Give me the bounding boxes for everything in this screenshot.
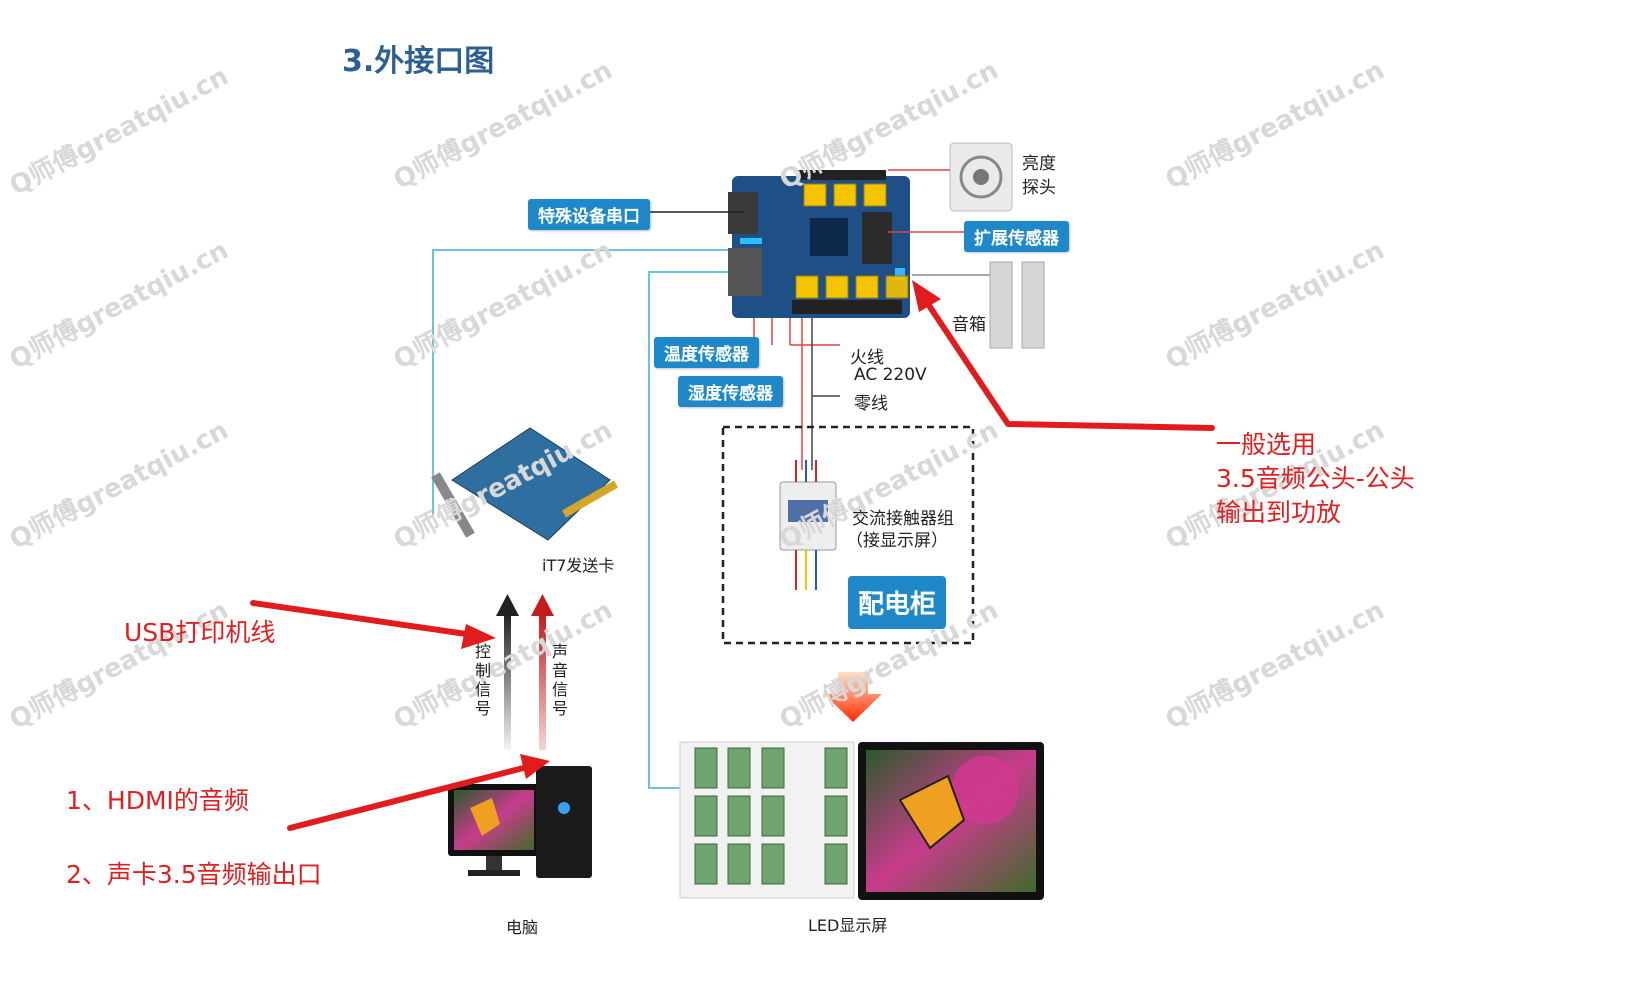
ext-sensor-label: 扩展传感器: [964, 221, 1069, 252]
hdmi-annotation: 1、HDMI的音频: [66, 786, 249, 815]
down-arrow-icon: [824, 672, 882, 722]
speaker-label: 音箱: [952, 315, 986, 335]
annotation-arrows: [250, 289, 1215, 831]
serial-port-label: 特殊设备串口: [528, 199, 650, 230]
computer-label: 电脑: [506, 918, 539, 937]
cabinet-box: [721, 425, 975, 645]
sender-card-label: iT7发送卡: [542, 556, 615, 575]
live-wire-label: 火线: [850, 348, 884, 368]
usb-annotation: USB打印机线: [124, 618, 276, 647]
sender-card: [431, 427, 618, 541]
temp-sensor-label: 温度传感器: [654, 337, 759, 368]
contactor-sub-label: （接显示屏）: [846, 531, 948, 551]
controller-board: [728, 170, 910, 318]
computer: [448, 766, 592, 878]
soundcard-annotation: 2、声卡3.5音频输出口: [66, 860, 322, 889]
led-modules: [679, 741, 855, 899]
audio-out-annotation: 一般选用 3.5音频公头-公头 输出到功放: [1216, 430, 1415, 527]
cable-lines: [432, 249, 735, 789]
cabinet-label: 配电柜: [848, 576, 947, 629]
signal-arrows: [496, 594, 554, 750]
page-title: 3.外接口图: [342, 44, 495, 79]
brightness-probe-label: 亮度 探头: [1022, 154, 1056, 198]
ac-voltage-label: AC 220V: [854, 365, 927, 385]
contactor: [779, 460, 837, 590]
neutral-wire-label: 零线: [854, 394, 888, 414]
annotation-arrowheads: [461, 280, 941, 779]
control-signal-label: 控制信号: [474, 642, 491, 718]
relays: [795, 183, 909, 299]
brightness-probe: [949, 142, 1013, 212]
led-display: [858, 742, 1044, 900]
humidity-sensor-label: 湿度传感器: [678, 376, 783, 407]
contactor-label: 交流接触器组: [852, 509, 954, 529]
audio-signal-label: 声音信号: [551, 642, 568, 718]
speakers: [989, 261, 1045, 349]
led-screen-label: LED显示屏: [808, 916, 888, 935]
